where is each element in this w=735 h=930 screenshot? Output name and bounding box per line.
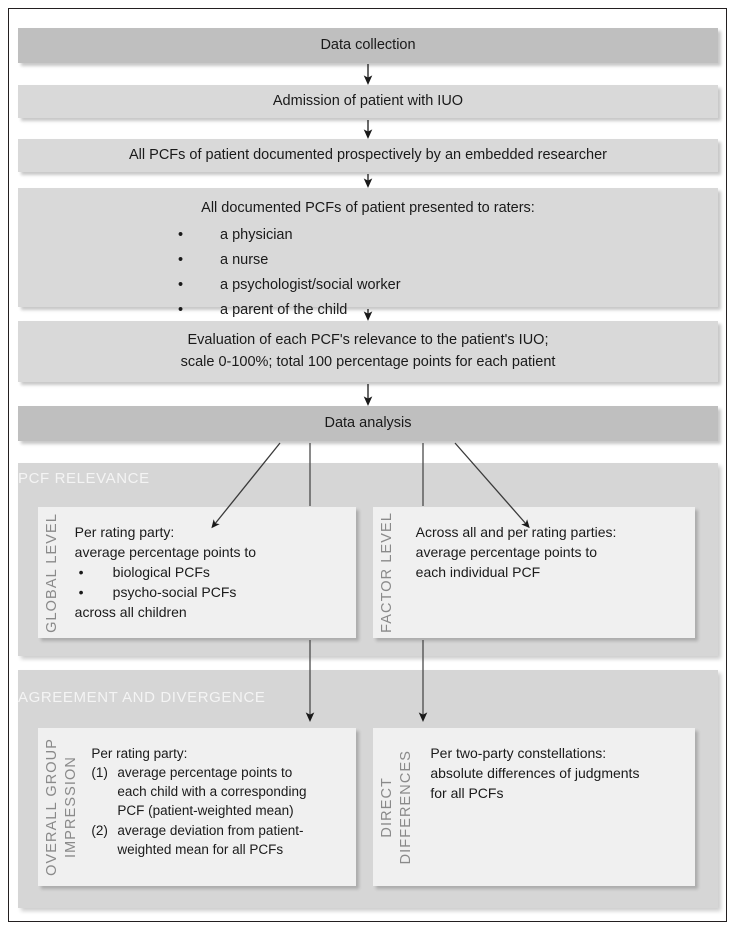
- node-documented: All PCFs of patient documented prospecti…: [18, 139, 718, 172]
- subbox-factor-level: FACTOR LEVEL Across all and per rating p…: [373, 507, 695, 638]
- panel-pcf-relevance-title: PCF RELEVANCE: [18, 470, 150, 487]
- bullet-icon: •: [178, 227, 184, 244]
- numbered-item-spacer: [91, 801, 117, 820]
- list-item-label: a physician: [220, 227, 293, 244]
- subbox-overall-group-impression-rail: OVERALL GROUP IMPRESSION: [38, 728, 79, 886]
- node-admission-label: Admission of patient with IUO: [272, 92, 464, 109]
- subbox-factor-level-rail-label: FACTOR LEVEL: [379, 512, 395, 633]
- text-line: Per rating party:: [91, 746, 188, 761]
- list-item: • a psychologist/social worker: [168, 275, 401, 296]
- subbox-direct-differences-rail-label-1: DIRECT: [379, 776, 395, 838]
- text-line: Across all and per rating parties:: [415, 524, 617, 540]
- node-raters: All documented PCFs of patient presented…: [18, 188, 718, 318]
- subbox-global-level: GLOBAL LEVEL Per rating party: average p…: [38, 507, 356, 638]
- list-item: • biological PCFs: [75, 563, 346, 583]
- subbox-global-level-rail: GLOBAL LEVEL: [38, 507, 61, 638]
- panel-agreement-and-divergence-title: AGREEMENT AND DIVERGENCE: [18, 689, 266, 706]
- list-item-label: a parent of the child: [220, 302, 348, 319]
- bullet-icon: •: [178, 277, 184, 294]
- text-line: for all PCFs: [430, 784, 504, 801]
- numbered-item-label: each child with a corresponding: [117, 784, 307, 800]
- list-item-label: a nurse: [220, 252, 269, 269]
- list-item-label: a psychologist/social worker: [220, 277, 401, 294]
- bullet-icon: •: [78, 563, 84, 580]
- subbox-overall-group-impression: OVERALL GROUP IMPRESSION Per rating part…: [38, 728, 356, 886]
- numbered-item-marker: (2): [91, 822, 108, 838]
- subbox-direct-differences-body: Per two-party constellations: absolute d…: [414, 728, 695, 886]
- node-data-analysis: Data analysis: [18, 406, 718, 441]
- list-item: • a physician: [168, 225, 293, 246]
- node-raters-heading: All documented PCFs of patient presented…: [201, 200, 535, 216]
- text-line: Per rating party:: [74, 524, 175, 540]
- node-data-collection: Data collection: [18, 28, 718, 63]
- list-item: • psycho-social PCFs: [75, 583, 346, 603]
- list-item: • a nurse: [168, 250, 268, 271]
- numbered-item-label: weighted mean for all PCFs: [117, 841, 284, 857]
- subbox-direct-differences-rail-label-2: DIFFERENCES: [397, 749, 414, 865]
- text-line: absolute differences of judgments: [430, 764, 640, 781]
- list-item-label: psycho-social PCFs: [112, 583, 237, 600]
- numbered-item-marker: (1): [91, 765, 108, 781]
- bullet-icon: •: [178, 302, 184, 319]
- bullet-icon: •: [178, 252, 184, 269]
- node-evaluation-line1: Evaluation of each PCF's relevance to th…: [187, 332, 549, 349]
- node-documented-label: All PCFs of patient documented prospecti…: [129, 146, 607, 163]
- numbered-item-label: average deviation from patient-: [117, 822, 304, 838]
- subbox-overall-group-impression-rail-label-2: IMPRESSION: [62, 755, 79, 859]
- numbered-item: (2) average deviation from patient-: [91, 821, 346, 840]
- subbox-factor-level-body: Across all and per rating parties: avera…: [396, 507, 695, 638]
- text-line: average percentage points to: [415, 543, 598, 560]
- list-item: • a parent of the child: [168, 300, 347, 321]
- subbox-direct-differences: DIRECT DIFFERENCES Per two-party constel…: [373, 728, 695, 886]
- node-raters-list: • a physician • a nurse • a psychologist…: [18, 223, 718, 323]
- numbered-item-spacer: [91, 782, 117, 801]
- subbox-overall-group-impression-rail-label-1: OVERALL GROUP: [44, 738, 60, 876]
- text-line: each individual PCF: [415, 563, 541, 580]
- subbox-factor-level-rail: FACTOR LEVEL: [373, 507, 396, 638]
- node-admission: Admission of patient with IUO: [18, 85, 718, 118]
- subbox-direct-differences-rail: DIRECT DIFFERENCES: [373, 728, 414, 886]
- subbox-global-level-body: Per rating party: average percentage poi…: [61, 507, 356, 638]
- numbered-item-spacer: [91, 840, 117, 859]
- node-evaluation: Evaluation of each PCF's relevance to th…: [18, 321, 718, 382]
- numbered-item-continuation: weighted mean for all PCFs: [91, 840, 346, 859]
- node-evaluation-line2: scale 0-100%; total 100 percentage point…: [180, 353, 556, 370]
- text-line: average percentage points to: [74, 543, 257, 560]
- text-line: Per two-party constellations:: [430, 745, 607, 761]
- node-data-collection-label: Data collection: [320, 36, 416, 53]
- list-item-label: biological PCFs: [112, 563, 210, 580]
- subbox-global-level-rail-label: GLOBAL LEVEL: [44, 512, 60, 633]
- subbox-overall-group-impression-body: Per rating party: (1) average percentage…: [79, 728, 356, 886]
- node-data-analysis-label: Data analysis: [324, 414, 412, 431]
- numbered-item-label: average percentage points to: [117, 765, 293, 781]
- numbered-item: (1) average percentage points to: [91, 763, 346, 782]
- text-line: across all children: [74, 603, 187, 620]
- bullet-icon: •: [78, 583, 84, 600]
- numbered-item-label: PCF (patient-weighted mean): [117, 803, 294, 819]
- numbered-item-continuation: each child with a corresponding: [91, 782, 346, 801]
- numbered-item-continuation: PCF (patient-weighted mean): [91, 801, 346, 820]
